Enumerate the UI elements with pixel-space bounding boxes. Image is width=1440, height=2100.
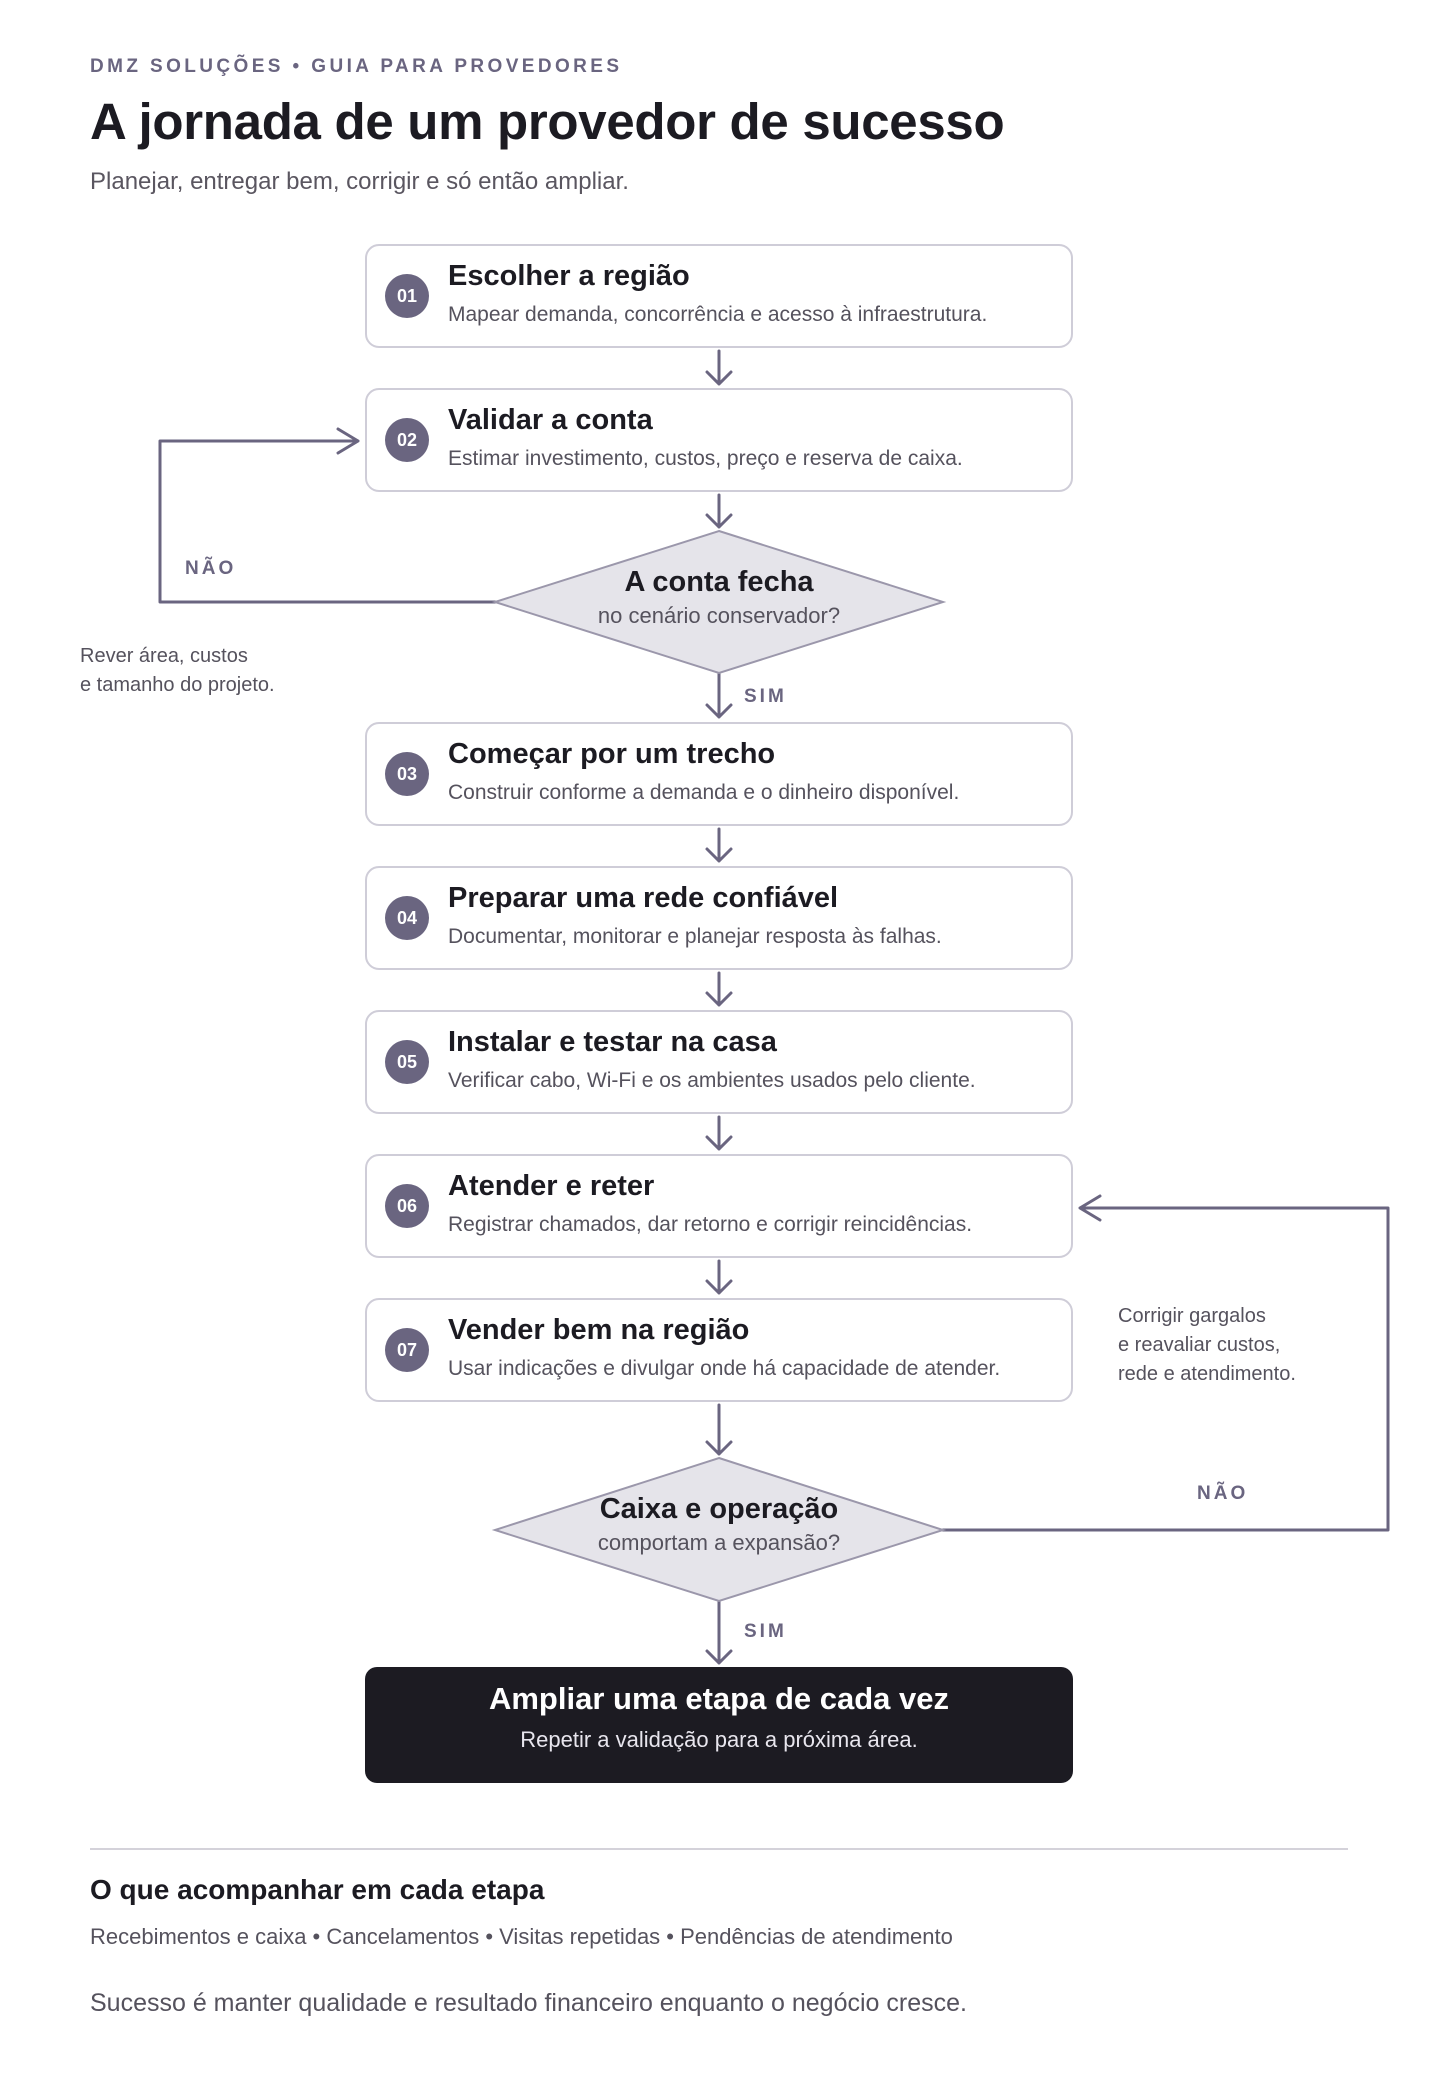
decision-1-text: A conta fecha no cenário conservador? [489, 566, 949, 629]
step-number-badge: 07 [385, 1328, 429, 1372]
tracking-title: O que acompanhar em cada etapa [90, 1874, 545, 1905]
step-title: Escolher a região [448, 260, 690, 292]
note-line: rede e atendimento. [1118, 1363, 1296, 1385]
step-number-badge: 05 [385, 1040, 429, 1084]
arrow-07-decision2 [705, 1403, 733, 1456]
step-title: Atender e reter [448, 1170, 655, 1202]
step-description: Estimar investimento, custos, preço e re… [448, 447, 963, 470]
arrow-06-07 [705, 1259, 733, 1295]
step-title: Validar a conta [448, 404, 653, 436]
loop-no-decision1 [158, 427, 497, 604]
section-divider [90, 1848, 1348, 1850]
decision-title: Caixa e operação [599, 1493, 839, 1525]
note-line: Corrigir gargalos [1118, 1305, 1266, 1327]
step-02: 02 Validar a conta Estimar investimento,… [365, 388, 1073, 492]
decision-2-no-label: NÃO [1197, 1483, 1249, 1504]
step-number-badge: 02 [385, 418, 429, 462]
step-title: Começar por um trecho [448, 738, 776, 770]
arrow-04-05 [705, 971, 733, 1007]
step-number-badge: 04 [385, 896, 429, 940]
note-line: e tamanho do projeto. [80, 674, 275, 696]
page-kicker: DMZ SOLUÇÕES • GUIA PARA PROVEDORES [90, 56, 623, 77]
step-title: Vender bem na região [448, 1314, 750, 1346]
page-title: A jornada de um provedor de sucesso [90, 93, 1005, 150]
step-title: Instalar e testar na casa [448, 1026, 777, 1058]
decision-subtitle: comportam a expansão? [597, 1530, 841, 1555]
decision-1-no-label: NÃO [185, 558, 237, 579]
arrow-05-06 [705, 1115, 733, 1151]
arrow-decision2-final [705, 1599, 733, 1665]
step-04: 04 Preparar uma rede confiável Documenta… [365, 866, 1073, 970]
note-line: Rever área, custos [80, 645, 248, 667]
step-number-badge: 03 [385, 752, 429, 796]
decision-2-note: Corrigir gargalos e reavaliar custos, re… [1118, 1302, 1296, 1389]
final-step: Ampliar uma etapa de cada vez Repetir a … [365, 1667, 1073, 1783]
step-number-badge: 01 [385, 274, 429, 318]
step-03: 03 Começar por um trecho Construir confo… [365, 722, 1073, 826]
decision-diamond-2 [491, 1456, 947, 1603]
decision-1-yes-label: SIM [744, 686, 787, 707]
tracking-items: Recebimentos e caixa • Cancelamentos • V… [90, 1924, 953, 1949]
final-step-description: Repetir a validação para a próxima área. [520, 1727, 918, 1752]
decision-title: A conta fecha [624, 566, 814, 598]
arrow-decision1-03 [705, 672, 733, 719]
loop-no-decision2 [941, 1194, 1390, 1532]
arrow-03-04 [705, 827, 733, 863]
decision-2-yes-label: SIM [744, 1621, 787, 1642]
decision-1-note: Rever área, custos e tamanho do projeto. [80, 642, 275, 700]
step-description: Usar indicações e divulgar onde há capac… [448, 1357, 1001, 1380]
step-05: 05 Instalar e testar na casa Verificar c… [365, 1010, 1073, 1114]
final-step-title: Ampliar uma etapa de cada vez [488, 1681, 950, 1716]
flow-connectors [158, 349, 1390, 1665]
step-description: Registrar chamados, dar retorno e corrig… [448, 1213, 973, 1236]
step-01: 01 Escolher a região Mapear demanda, con… [365, 244, 1073, 348]
step-description: Construir conforme a demanda e o dinheir… [448, 781, 960, 804]
closing-statement: Sucesso é manter qualidade e resultado f… [90, 1989, 967, 2017]
flowchart: 01 Escolher a região Mapear demanda, con… [80, 244, 1390, 1783]
step-06: 06 Atender e reter Registrar chamados, d… [365, 1154, 1073, 1258]
step-description: Documentar, monitorar e planejar respost… [448, 925, 942, 948]
page-subtitle: Planejar, entregar bem, corrigir e só en… [90, 168, 629, 195]
step-number-badge: 06 [385, 1184, 429, 1228]
note-line: e reavaliar custos, [1118, 1334, 1281, 1356]
step-description: Mapear demanda, concorrência e acesso à … [448, 303, 988, 326]
step-title: Preparar uma rede confiável [448, 882, 839, 914]
decision-diamond-1 [491, 529, 947, 675]
decision-subtitle: no cenário conservador? [597, 603, 841, 628]
decision-2-text: Caixa e operação comportam a expansão? [489, 1493, 949, 1556]
step-description: Verificar cabo, Wi-Fi e os ambientes usa… [448, 1069, 976, 1092]
arrow-02-decision1 [705, 493, 733, 529]
arrow-01-02 [705, 349, 733, 386]
step-07: 07 Vender bem na região Usar indicações … [365, 1298, 1073, 1402]
